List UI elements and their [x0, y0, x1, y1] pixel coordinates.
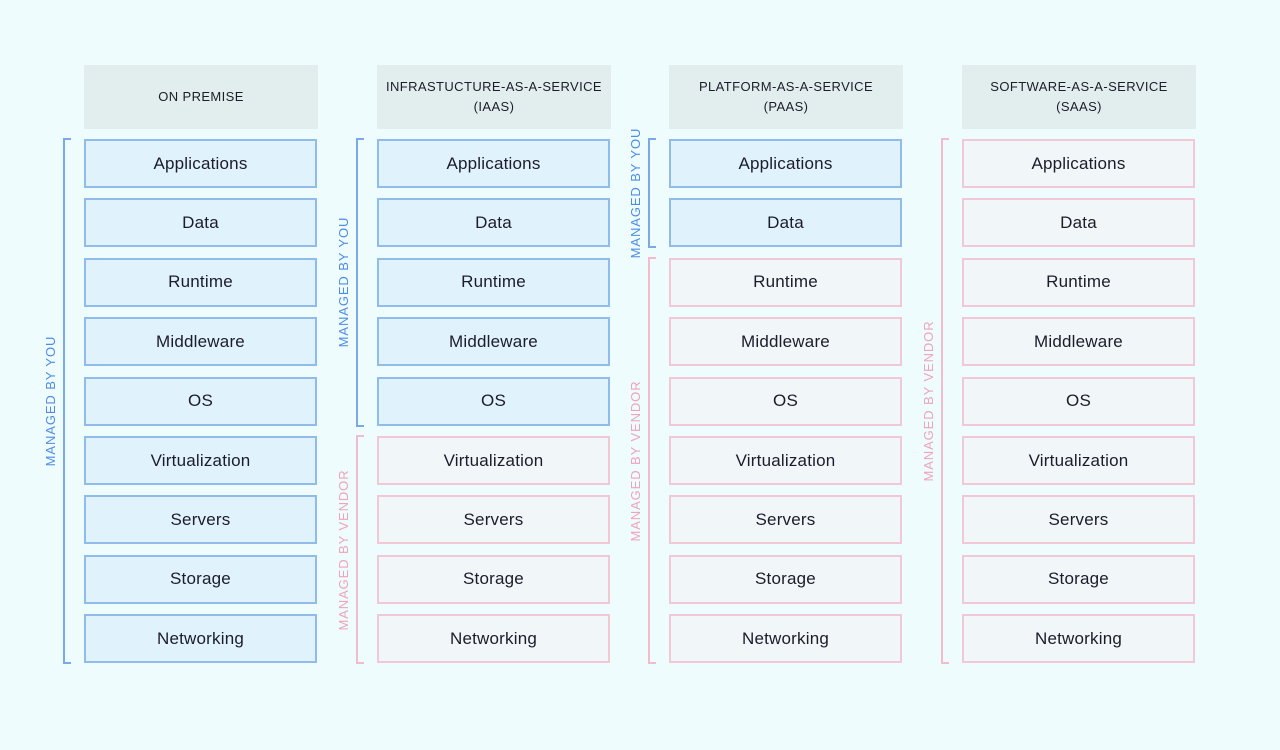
label-managed-by-vendor-saas: MANAGED BY VENDOR	[921, 320, 936, 482]
stack-layer-servers: Servers	[377, 495, 610, 545]
column-header-paas: PLATFORM-AS-A-SERVICE (PAAS)	[669, 65, 903, 129]
stack-layer-networking: Networking	[669, 614, 902, 664]
stack-layer-data: Data	[84, 198, 317, 248]
bracket-managed-by-you-on-premise	[63, 138, 71, 665]
stack-layer-networking: Networking	[962, 614, 1195, 664]
stack-layer-storage: Storage	[84, 554, 317, 604]
bracket-managed-by-vendor-paas	[648, 256, 656, 665]
stack-layer-applications: Applications	[377, 139, 610, 188]
bracket-managed-by-you-iaas	[356, 138, 364, 427]
stack-layer-virtualization: Virtualization	[377, 436, 610, 485]
column-header-iaas: INFRASTUCTURE-AS-A-SERVICE (IAAS)	[377, 65, 611, 129]
stack-layer-data: Data	[962, 198, 1195, 248]
column-header-title: INFRASTUCTURE-AS-A-SERVICE	[385, 79, 602, 94]
stack-layer-servers: Servers	[669, 495, 902, 545]
stack-layer-runtime: Runtime	[377, 257, 610, 307]
column-header-abbreviation: (SAAS)	[1056, 99, 1102, 114]
stack-layer-os: OS	[669, 376, 902, 426]
stack-layer-os: OS	[84, 376, 317, 426]
stack-layer-os: OS	[377, 376, 610, 426]
label-managed-by-vendor-iaas: MANAGED BY VENDOR	[336, 469, 351, 631]
column-header-on-premise: ON PREMISE	[84, 65, 318, 129]
stack-layer-os: OS	[962, 376, 1195, 426]
column-header-abbreviation: (PAAS)	[763, 99, 809, 114]
stack-layer-middleware: Middleware	[84, 317, 317, 367]
column-header-saas: SOFTWARE-AS-A-SERVICE (SAAS)	[962, 65, 1196, 129]
stack-layer-virtualization: Virtualization	[669, 436, 902, 485]
bracket-managed-by-vendor-saas	[941, 138, 949, 665]
stack-layer-applications: Applications	[84, 139, 317, 188]
column-header-title: PLATFORM-AS-A-SERVICE	[698, 79, 874, 94]
bracket-managed-by-you-paas	[648, 138, 656, 249]
label-managed-by-you-on-premise: MANAGED BY YOU	[43, 335, 58, 467]
stack-layer-servers: Servers	[962, 495, 1195, 545]
stack-layer-storage: Storage	[962, 554, 1195, 604]
stack-layer-data: Data	[377, 198, 610, 248]
stack-layer-storage: Storage	[377, 554, 610, 604]
stack-layer-middleware: Middleware	[669, 317, 902, 367]
stack-layer-virtualization: Virtualization	[84, 436, 317, 485]
bracket-managed-by-vendor-iaas	[356, 435, 364, 665]
stack-layer-applications: Applications	[962, 139, 1195, 188]
stack-layer-virtualization: Virtualization	[962, 436, 1195, 485]
stack-layer-storage: Storage	[669, 554, 902, 604]
label-managed-by-vendor-paas: MANAGED BY VENDOR	[628, 380, 643, 541]
stack-layer-middleware: Middleware	[377, 317, 610, 367]
stack-layer-networking: Networking	[377, 614, 610, 664]
stack-layer-runtime: Runtime	[669, 257, 902, 307]
stack-layer-applications: Applications	[669, 139, 902, 188]
column-header-title: SOFTWARE-AS-A-SERVICE	[990, 79, 1168, 94]
stack-layer-runtime: Runtime	[84, 257, 317, 307]
stack-layer-networking: Networking	[84, 614, 317, 664]
stack-layer-runtime: Runtime	[962, 257, 1195, 307]
stack-layer-data: Data	[669, 198, 902, 248]
column-header-title: ON PREMISE	[158, 89, 244, 104]
stack-layer-middleware: Middleware	[962, 317, 1195, 367]
stack-layer-servers: Servers	[84, 495, 317, 545]
column-header-abbreviation: (IAAS)	[473, 99, 515, 114]
